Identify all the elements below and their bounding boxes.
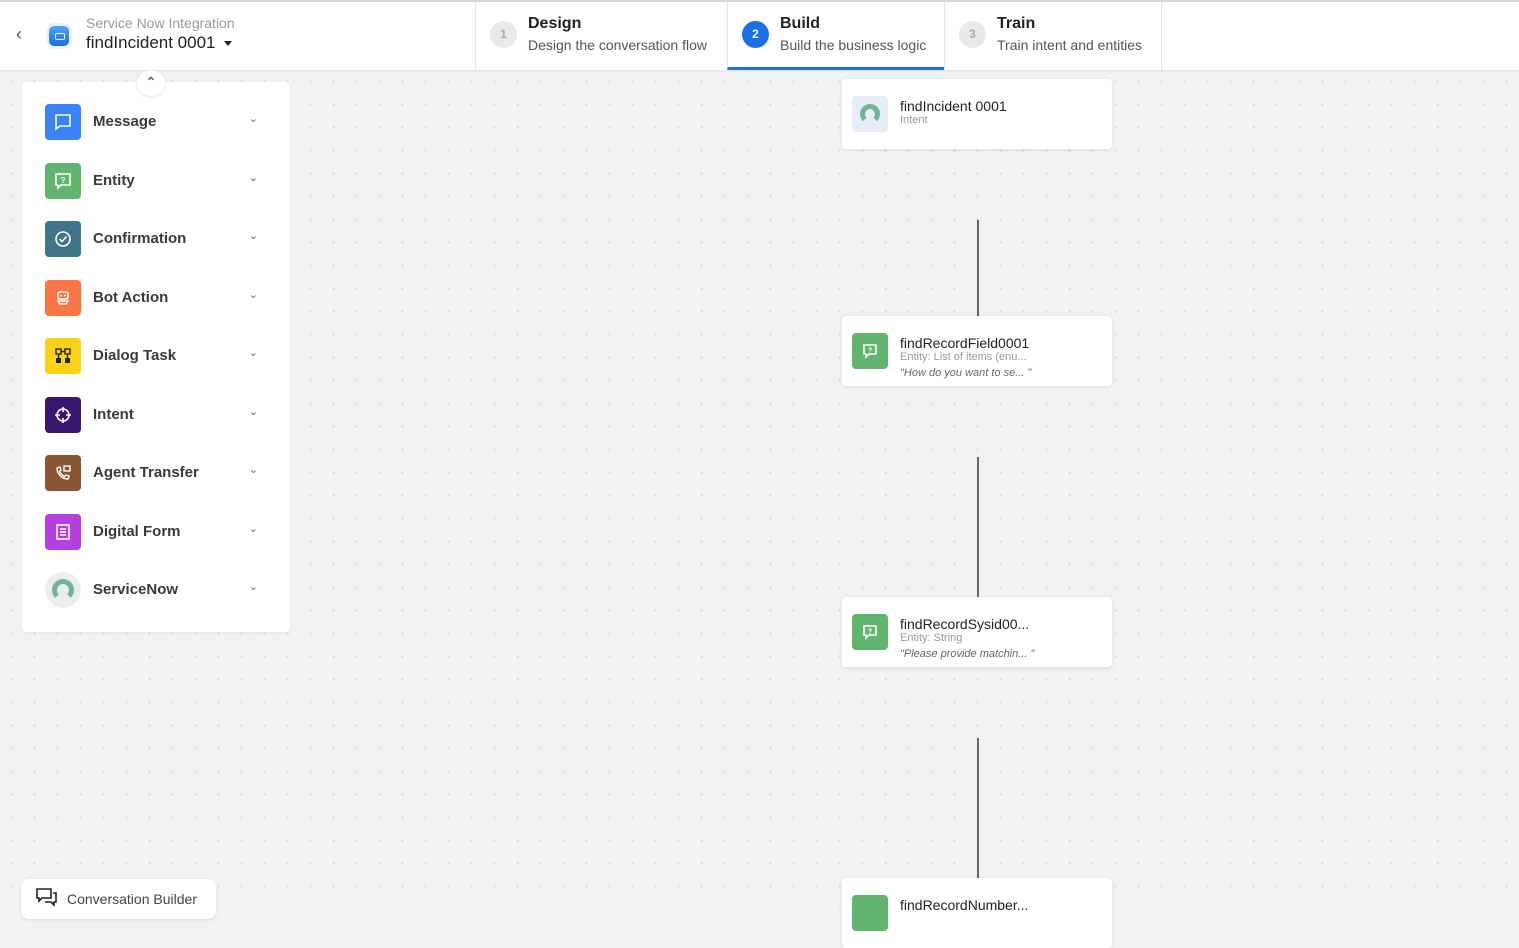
node-intent[interactable]: findIncident 0001 Intent: [842, 79, 1112, 149]
palette-label: ServiceNow: [93, 581, 179, 598]
agent-transfer-icon: [45, 455, 81, 491]
message-icon: [45, 104, 81, 140]
connector: [977, 220, 979, 380]
servicenow-icon: [852, 96, 888, 132]
back-chevron-icon[interactable]: ‹: [16, 24, 22, 44]
palette-label: Dialog Task: [93, 347, 177, 364]
node-entity[interactable]: ? findRecordField0001 Entity: List of it…: [842, 316, 1112, 386]
node-entity[interactable]: findRecordNumber...: [842, 878, 1112, 948]
entity-icon: ?: [852, 333, 888, 369]
palette-item-bot-action[interactable]: Bot Action ⌄: [45, 280, 270, 316]
node-entity[interactable]: ? findRecordSysid00... Entity: String "P…: [842, 597, 1112, 667]
project-name: Service Now Integration: [86, 15, 235, 31]
svg-text:?: ?: [868, 348, 872, 355]
step-desc: Build the business logic: [780, 37, 927, 53]
palette-item-digital-form[interactable]: Digital Form ⌄: [45, 514, 270, 550]
step-title: Design: [528, 15, 582, 32]
node-name: findRecordNumber...: [900, 897, 1029, 913]
node-type: Entity: String: [900, 632, 963, 644]
entity-icon: ?: [45, 163, 81, 199]
conversation-builder-button[interactable]: Conversation Builder: [21, 879, 216, 919]
chevron-down-icon[interactable]: ⌄: [248, 406, 258, 418]
caret-down-icon: [223, 41, 232, 47]
step-title: Train: [997, 15, 1036, 32]
dialog-task-icon: [45, 338, 81, 374]
step-desc: Design the conversation flow: [528, 37, 707, 53]
chat-bubbles-icon: [36, 888, 57, 907]
connector: [977, 738, 979, 943]
svg-text:?: ?: [868, 629, 872, 636]
bot-action-icon: [45, 280, 81, 316]
step-number: 2: [742, 21, 769, 48]
palette-item-agent-transfer[interactable]: Agent Transfer ⌄: [45, 455, 270, 491]
palette-item-intent[interactable]: Intent ⌄: [45, 397, 270, 433]
conversation-builder-label: Conversation Builder: [67, 891, 197, 907]
palette-item-confirmation[interactable]: Confirmation ⌄: [45, 221, 270, 257]
palette-label: Confirmation: [93, 230, 187, 247]
step-desc: Train intent and entities: [997, 37, 1143, 53]
step-number: 3: [959, 21, 986, 48]
svg-text:?: ?: [61, 176, 66, 185]
chevron-down-icon[interactable]: ⌄: [248, 289, 258, 301]
entity-icon: [852, 895, 888, 931]
node-type: Entity: List of items (enu...: [900, 351, 1027, 363]
chevron-down-icon[interactable]: ⌄: [248, 464, 258, 476]
palette-label: Agent Transfer: [93, 464, 199, 481]
node-name: findIncident 0001: [900, 98, 1007, 114]
node-name: findRecordField0001: [900, 335, 1030, 351]
chevron-down-icon[interactable]: ⌄: [248, 172, 258, 184]
servicenow-icon: [45, 572, 81, 608]
palette-item-entity[interactable]: ? Entity ⌄: [45, 163, 270, 199]
node-prompt: "How do you want to se... ": [900, 367, 1032, 379]
step-build[interactable]: 2 Build Build the business logic: [727, 2, 944, 70]
dialog-selector[interactable]: findIncident 0001: [86, 33, 232, 53]
palette-item-message[interactable]: Message ⌄: [45, 104, 270, 140]
dialog-name: findIncident 0001: [86, 33, 216, 52]
intent-icon: [45, 397, 81, 433]
palette-label: Bot Action: [93, 289, 169, 306]
palette-item-servicenow[interactable]: ServiceNow ⌄: [45, 572, 270, 608]
connector: [977, 457, 979, 662]
step-title: Build: [780, 15, 820, 32]
step-number: 1: [490, 21, 517, 48]
chevron-down-icon[interactable]: ⌄: [248, 347, 258, 359]
chevron-down-icon[interactable]: ⌄: [248, 581, 258, 593]
chevron-down-icon[interactable]: ⌄: [248, 113, 258, 125]
bot-app-icon: [49, 26, 69, 46]
node-type: Intent: [900, 114, 928, 126]
palette-item-dialog-task[interactable]: Dialog Task ⌄: [45, 338, 270, 374]
palette-label: Message: [93, 113, 157, 130]
step-design[interactable]: 1 Design Design the conversation flow: [475, 2, 727, 70]
node-name: findRecordSysid00...: [900, 616, 1030, 632]
chevron-down-icon[interactable]: ⌄: [248, 523, 258, 535]
palette-label: Intent: [93, 406, 134, 423]
digital-form-icon: [45, 514, 81, 550]
confirmation-icon: [45, 221, 81, 257]
palette-label: Entity: [93, 172, 135, 189]
collapse-palette-button[interactable]: ⌃: [137, 70, 165, 96]
entity-icon: ?: [852, 614, 888, 650]
node-prompt: "Please provide matchin... ": [900, 648, 1035, 660]
palette-label: Digital Form: [93, 523, 181, 540]
chevron-down-icon[interactable]: ⌄: [248, 230, 258, 242]
top-bar: ‹ Service Now Integration findIncident 0…: [0, 0, 1519, 70]
step-train[interactable]: 3 Train Train intent and entities: [944, 2, 1162, 70]
node-palette: Message ⌄ ? Entity ⌄ Confirmation ⌄ Bot Act…: [22, 82, 290, 632]
